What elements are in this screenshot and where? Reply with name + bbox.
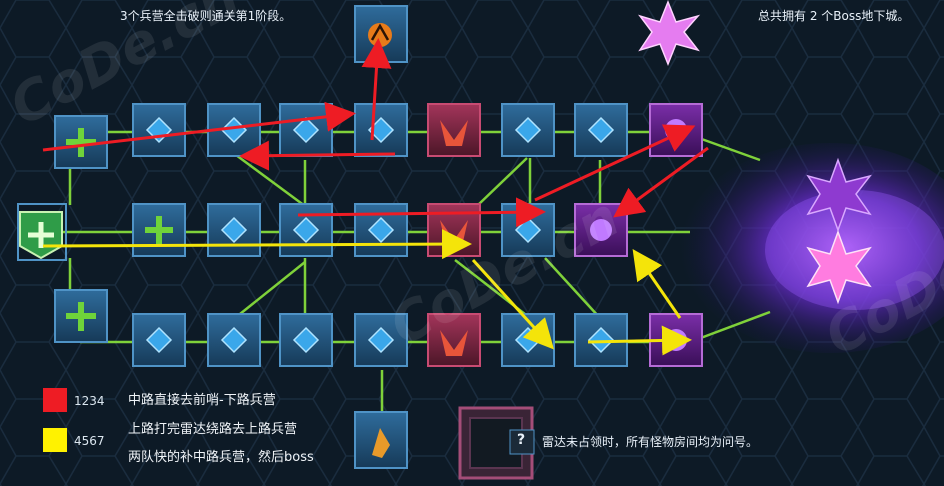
legend-text-2: 上路打完雷达绕路去上路兵营: [128, 422, 298, 437]
legend-number-1: 1234: [74, 394, 105, 408]
monster-room[interactable]: [132, 313, 186, 367]
barracks-room[interactable]: [427, 103, 481, 157]
top-right-caption: 总共拥有 2 个Boss地下城。: [758, 9, 910, 23]
tower-icon: [372, 428, 390, 458]
yellow-route: [42, 229, 692, 356]
monster-room[interactable]: [279, 203, 333, 257]
radar-note: 雷达未占领时，所有怪物房间均为问号。: [542, 435, 759, 449]
room-gem-icons: [145, 116, 615, 354]
legend-number-2: 4567: [74, 434, 105, 448]
barracks-room[interactable]: [427, 313, 481, 367]
legend-swatch-yellow: [43, 428, 67, 452]
elite-room[interactable]: [574, 203, 628, 257]
top-left-caption: 3个兵营全击破则通关第1阶段。: [120, 9, 292, 23]
legend-text-1: 中路直接去前哨-下路兵营: [128, 393, 276, 408]
red-route: [42, 38, 709, 228]
legend-text-3: 两队快的补中路兵营，然后boss: [128, 450, 314, 465]
boss-dungeon-icons: [638, 0, 872, 305]
boss-star-icon: [638, 0, 701, 67]
question-mark-icon: ?: [517, 432, 526, 448]
legend-swatch-red: [43, 388, 67, 412]
boss-nebula: [680, 143, 944, 353]
boss-star-icon: [806, 229, 872, 305]
